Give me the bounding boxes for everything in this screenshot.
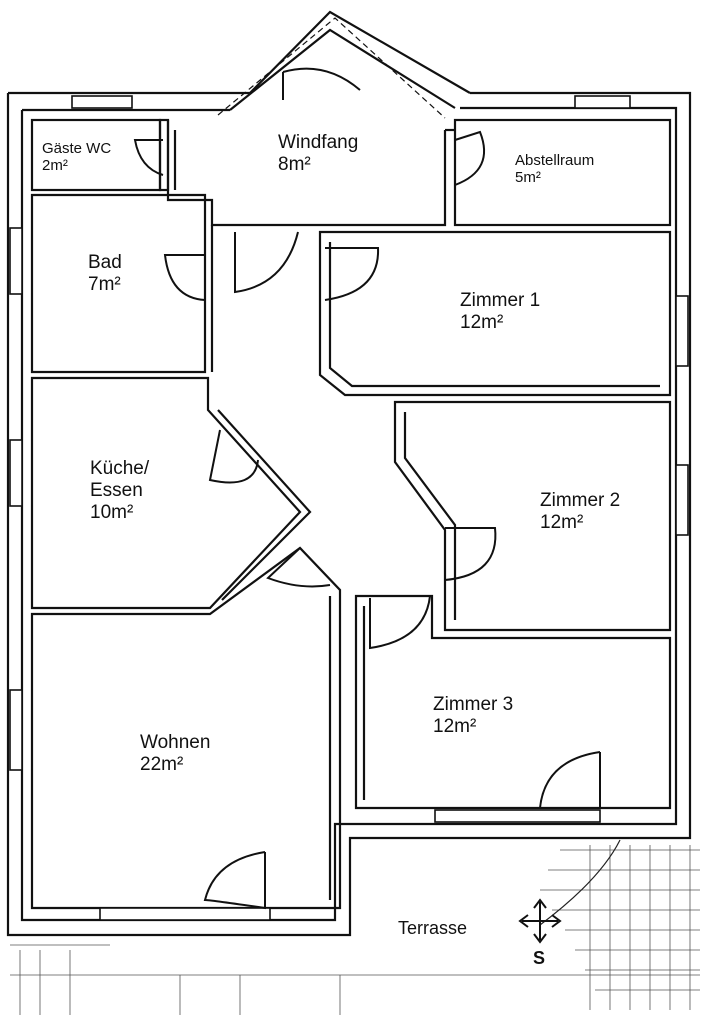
room-name: Zimmer 3: [433, 694, 514, 715]
room-label-zimmer-3: Zimmer 3 12m²: [433, 694, 513, 738]
room-label-windfang: Windfang 8m²: [278, 132, 358, 176]
compass-arrow: [518, 898, 562, 944]
room-area: 12m²: [540, 511, 584, 533]
room-name: Abstellraum: [515, 152, 595, 169]
room-area: 7m²: [88, 273, 121, 295]
room-label-zimmer-1: Zimmer 1 12m²: [460, 290, 540, 334]
room-name-line2: Essen: [90, 479, 143, 501]
windows: [9, 95, 689, 921]
room-name: Bad: [88, 252, 122, 273]
room-label-bad: Bad 7m²: [88, 252, 122, 296]
compass-label: S: [533, 948, 546, 968]
room-area: 10m²: [90, 501, 134, 523]
room-name: Zimmer 1: [460, 290, 541, 311]
room-name: Zimmer 2: [540, 490, 621, 511]
terrace-grid: [10, 839, 700, 1015]
outer-walls: [6, 10, 692, 937]
room-label-zimmer-2: Zimmer 2 12m²: [540, 490, 620, 534]
room-area: 12m²: [433, 715, 477, 737]
room-label-abstellraum: Abstellraum 5m²: [515, 152, 594, 187]
room-name: Windfang: [278, 132, 359, 153]
interior-walls: [30, 118, 672, 910]
room-label-wohnen: Wohnen 22m²: [140, 732, 210, 776]
room-label-gaeste-wc: Gäste WC 2m²: [42, 140, 111, 175]
room-area: 12m²: [460, 311, 504, 333]
room-name: Wohnen: [140, 732, 211, 753]
doors: [133, 67, 601, 910]
room-area: 2m²: [42, 157, 68, 175]
room-area: 5m²: [515, 169, 541, 187]
entry-dashed-line: [217, 17, 446, 119]
room-area: 22m²: [140, 753, 184, 775]
room-name: Küche/: [90, 458, 150, 479]
room-name: Gäste WC: [42, 140, 112, 157]
terrace-label: Terrasse: [398, 918, 468, 938]
room-label-kueche: Küche/ Essen 10m²: [90, 458, 149, 524]
room-area: 8m²: [278, 153, 311, 175]
